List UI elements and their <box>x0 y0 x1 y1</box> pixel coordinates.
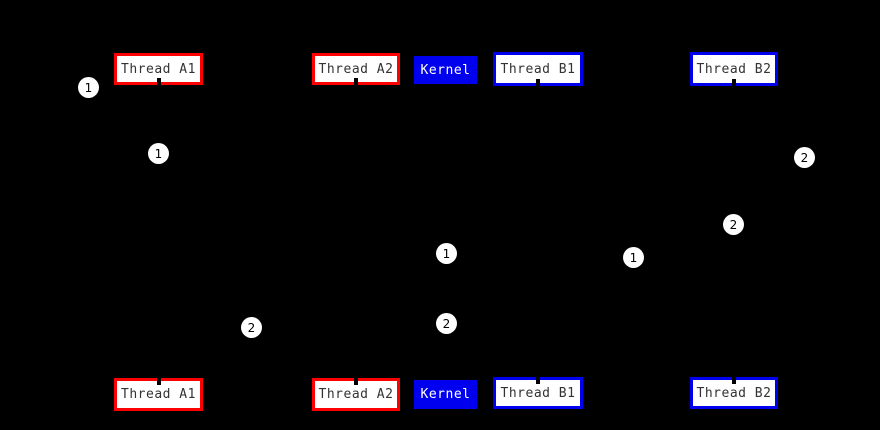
event-marker-number: 2 <box>729 217 738 232</box>
box-label: Thread B1 <box>500 61 576 77</box>
event-marker: 2 <box>794 147 815 168</box>
event-marker: 1 <box>78 77 99 98</box>
box-thread-b1-top: Thread B1 <box>493 52 583 87</box>
lifeline-tick <box>732 79 736 87</box>
event-marker-number: 1 <box>84 80 93 95</box>
box-kernel-bottom: Kernel <box>414 380 477 409</box>
box-thread-b1-bottom: Thread B1 <box>493 376 583 409</box>
box-thread-a1-bottom: Thread A1 <box>114 377 203 411</box>
event-marker-number: 2 <box>800 150 809 165</box>
lifeline-tick <box>536 376 540 384</box>
box-thread-a1-top: Thread A1 <box>114 53 203 86</box>
box-kernel-top: Kernel <box>414 56 477 84</box>
box-thread-a2-bottom: Thread A2 <box>312 377 400 411</box>
box-label: Thread A2 <box>318 387 394 402</box>
lifeline-tick <box>156 78 161 86</box>
box-label: Thread A2 <box>318 61 394 77</box>
event-marker: 2 <box>241 317 262 338</box>
box-thread-b2-top: Thread B2 <box>690 52 778 87</box>
event-marker-number: 2 <box>442 316 451 331</box>
box-thread-b2-bottom: Thread B2 <box>690 376 778 409</box>
event-marker-number: 1 <box>629 250 638 265</box>
event-marker: 2 <box>436 313 457 334</box>
lifeline-tick <box>354 377 358 385</box>
lifeline-tick <box>732 376 736 384</box>
event-marker-number: 1 <box>154 146 163 161</box>
box-label: Thread B1 <box>500 385 576 401</box>
box-label: Thread A1 <box>121 61 196 77</box>
event-marker: 1 <box>148 143 169 164</box>
lifeline-tick <box>536 79 540 87</box>
event-marker: 1 <box>436 243 457 264</box>
lifeline-tick <box>354 78 358 86</box>
box-label: Thread A1 <box>121 387 196 402</box>
lifeline-tick <box>156 377 161 385</box>
box-label: Kernel <box>420 387 471 402</box>
event-marker-number: 1 <box>442 246 451 261</box>
event-marker-number: 2 <box>247 320 256 335</box>
event-marker: 2 <box>723 214 744 235</box>
box-label: Thread B2 <box>696 385 772 401</box>
box-label: Kernel <box>420 62 471 78</box>
box-thread-a2-top: Thread A2 <box>312 53 400 86</box>
box-label: Thread B2 <box>696 61 772 77</box>
event-marker: 1 <box>623 247 644 268</box>
